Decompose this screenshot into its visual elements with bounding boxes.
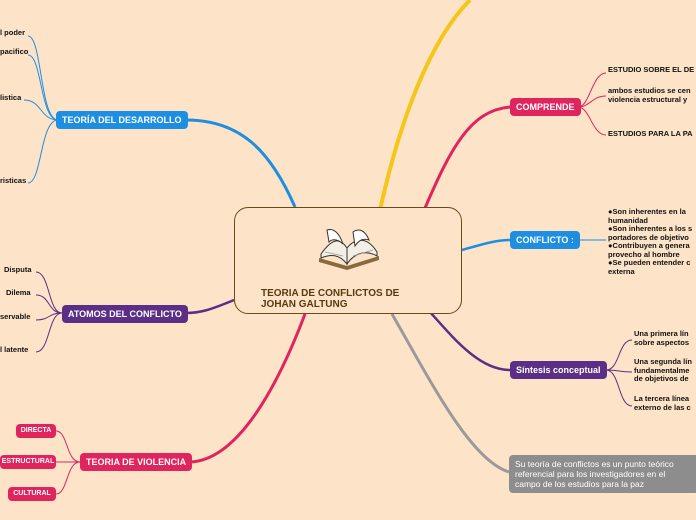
leaf-violencia-cultural[interactable]: CULTURAL	[8, 487, 56, 501]
leaf-conflicto-text[interactable]: ●Son inherentes en la humanidad ●Son inh…	[608, 207, 693, 276]
leaf-atomos-2[interactable]: Dilema	[6, 288, 31, 297]
connector-conflicto	[461, 238, 511, 252]
leaf-desarrollo-2[interactable]: pacifico	[0, 47, 29, 56]
leaf-violencia-estructural[interactable]: ESTRUCTURAL	[0, 455, 56, 469]
connector-atomos	[185, 298, 235, 315]
leaf-desarrollo-3[interactable]: listica	[0, 93, 22, 102]
leaf-sintesis-2[interactable]: Una segunda lín fundamentalme de objetiv…	[634, 357, 692, 383]
connector-yellow	[378, 0, 472, 211]
open-book-icon	[319, 229, 379, 270]
leaf-comprende-2[interactable]: ambos estudios se cen violencia estructu…	[608, 86, 691, 104]
topic-comprende[interactable]: COMPRENDE	[510, 98, 581, 116]
leaf-desarrollo-1[interactable]: l poder	[0, 28, 26, 37]
connector-sintesis	[429, 311, 511, 372]
connector-violencia	[189, 313, 307, 464]
central-topic[interactable]: TEORIA DE CONFLICTOS DE JOHAN GALTUNG	[234, 207, 462, 314]
leaf-violencia-directa[interactable]: DIRECTA	[16, 424, 56, 438]
central-topic-title: TEORIA DE CONFLICTOS DE JOHAN GALTUNG	[261, 288, 400, 310]
leaf-sintesis-1[interactable]: Una primera lín sobre aspectos	[634, 329, 690, 347]
topic-teoria-desarrollo[interactable]: TEORÍA DEL DESARROLLO	[56, 111, 188, 129]
topic-atomos-conflicto[interactable]: ATOMOS DEL CONFLICTO	[62, 305, 188, 323]
topic-conflicto[interactable]: CONFLICTO :	[510, 231, 580, 249]
leaf-comprende-3[interactable]: ESTUDIOS PARA LA PA	[608, 129, 693, 138]
connector-nota	[390, 313, 510, 474]
leaf-desarrollo-4[interactable]: risticas	[0, 176, 27, 185]
connector-comprende	[423, 105, 511, 209]
leaf-atomos-1[interactable]: Disputa	[4, 265, 32, 274]
leaf-atomos-3[interactable]: servable	[0, 312, 31, 321]
leaf-atomos-4[interactable]: l latente	[0, 345, 29, 354]
topic-sintesis-conceptual[interactable]: Síntesis conceptual	[510, 361, 607, 379]
note-teoria-referencial[interactable]: Su teoría de conflictos es un punto teór…	[509, 455, 696, 493]
leaf-sintesis-3[interactable]: La tercera línea externo de las c	[634, 394, 691, 412]
leaf-comprende-1[interactable]: ESTUDIO SOBRE EL DE	[608, 65, 695, 74]
connector-desarrollo	[185, 118, 297, 208]
topic-teoria-violencia[interactable]: TEORIA DE VIOLENCIA	[80, 453, 193, 471]
